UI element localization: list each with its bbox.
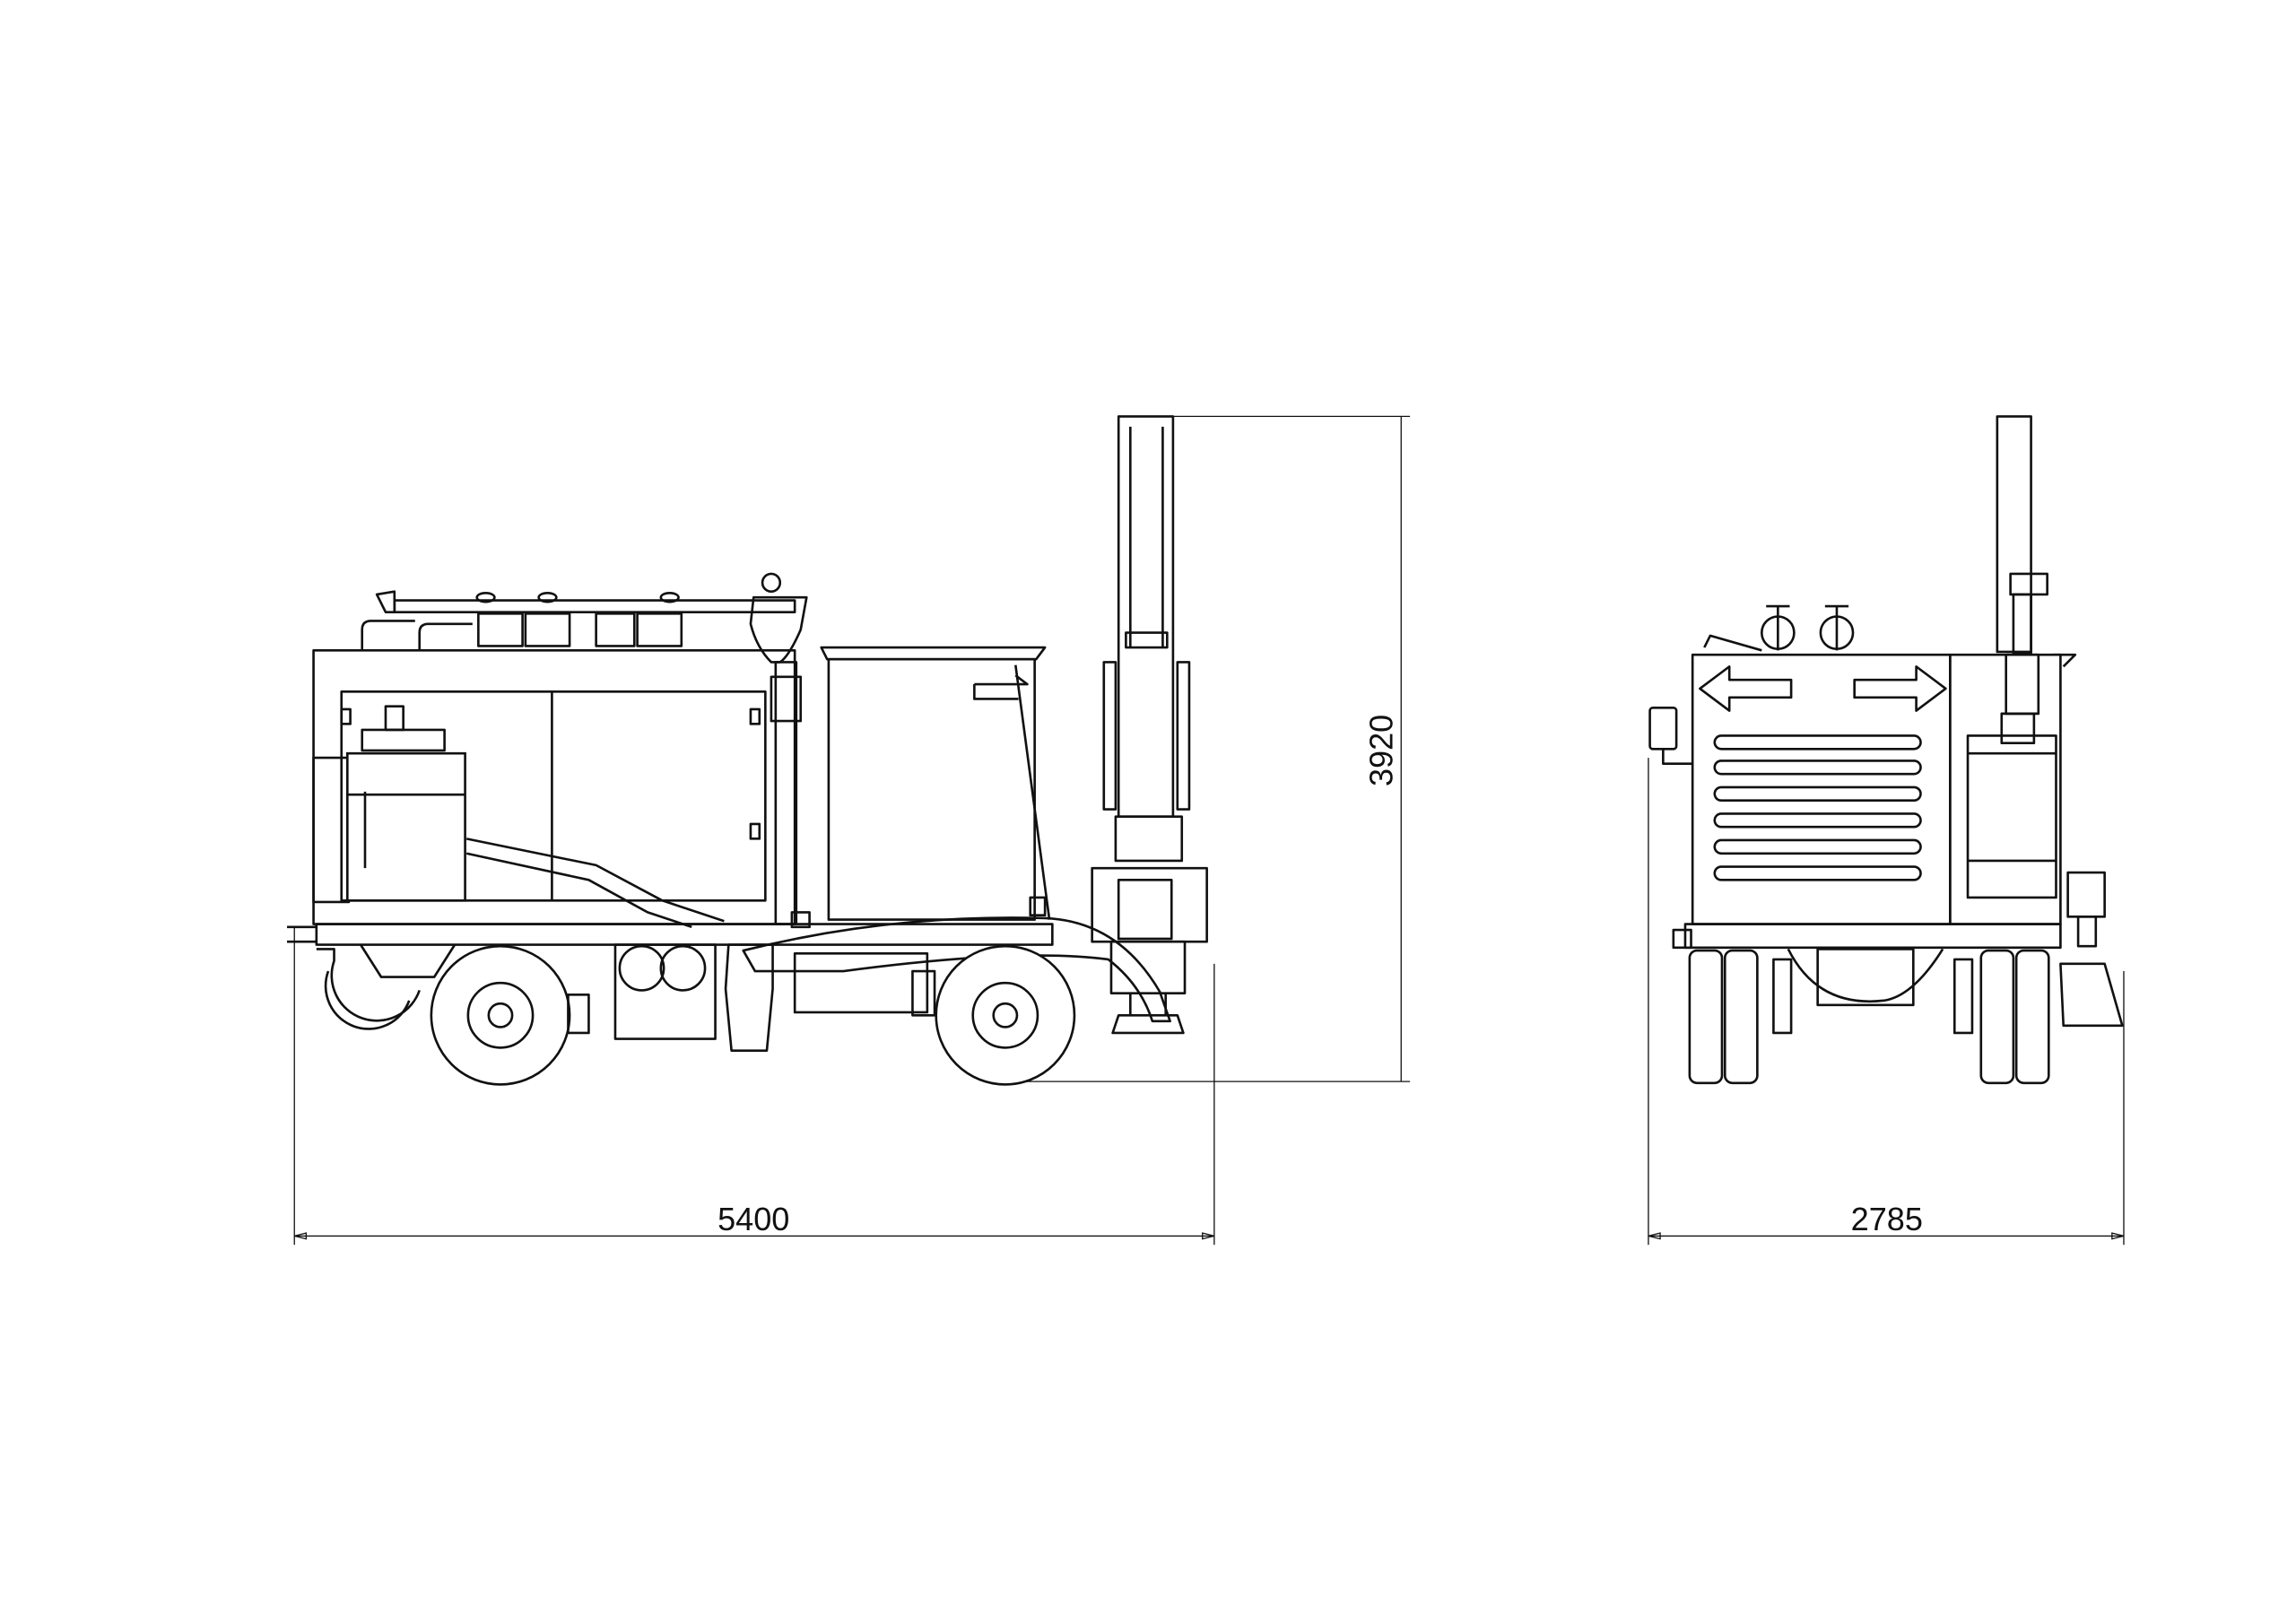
front-wheel [935, 944, 1076, 1086]
width-dimension: 2785 [1648, 758, 2125, 1245]
width-label: 2785 [1851, 1201, 1923, 1237]
rear-wheels-right [1952, 949, 2050, 1085]
direction-arrows [1699, 665, 1947, 712]
length-dimension: 5400 [293, 926, 1215, 1245]
rear-view: 2785 [1648, 415, 2125, 1245]
rear-wheel [430, 944, 571, 1086]
louvers [1713, 734, 1922, 881]
drill-mast [1091, 415, 1208, 1035]
valves [1703, 604, 1855, 652]
side-view: 5400 3920 [287, 415, 1411, 1245]
height-dimension: 3920 [1015, 415, 1411, 1082]
height-label: 3920 [1362, 715, 1399, 786]
rear-wheels-left [1688, 949, 1793, 1085]
length-label: 5400 [718, 1201, 789, 1237]
